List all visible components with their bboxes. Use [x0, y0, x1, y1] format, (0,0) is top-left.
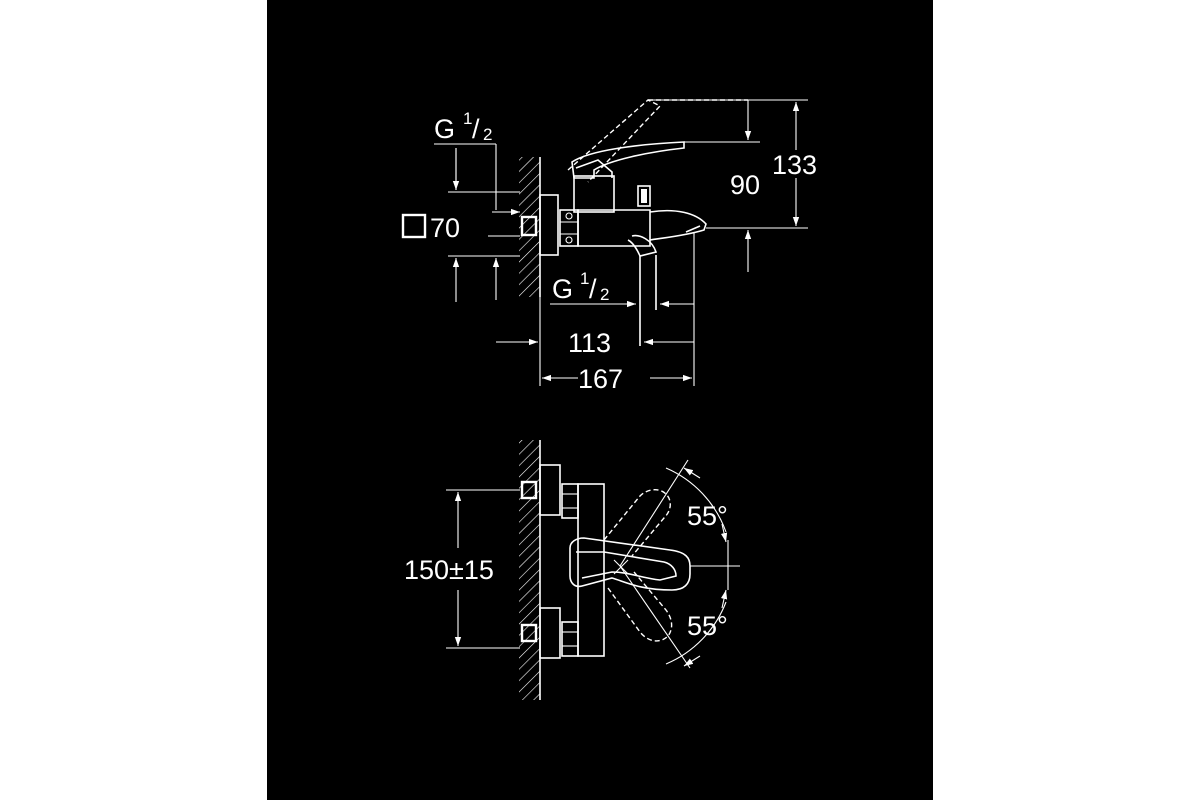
side-view: G 1 / 2 70 G 1 / 2 113 [401, 99, 817, 394]
spout [627, 209, 707, 257]
drawing-background [267, 0, 933, 800]
outlet-pipe [639, 255, 657, 346]
dim-depth-short: 113 [496, 297, 694, 386]
dim-thread-bottom: G 1 / 2 [550, 269, 694, 308]
angle-upper: 55° [665, 467, 728, 543]
flange-size-label: 70 [430, 213, 460, 243]
thread-bottom-slash: / [589, 274, 597, 304]
depth-short-label: 113 [568, 328, 611, 358]
thread-bottom-prefix: G [552, 274, 573, 304]
dim-heights: 90 133 [652, 99, 817, 272]
angle-rays [619, 459, 740, 669]
height-inner-label: 90 [730, 170, 760, 200]
thread-bottom-numerator: 1 [580, 269, 589, 288]
lever-rotated-up [603, 489, 671, 557]
thread-top-numerator: 1 [463, 109, 472, 128]
front-body [577, 483, 605, 657]
thread-top-prefix: G [434, 114, 455, 144]
dim-thread-top: G 1 / 2 [434, 109, 520, 216]
thread-top-denominator: 2 [483, 125, 492, 144]
angle-lower-label: 55° [687, 611, 728, 641]
lever-rotated-down [607, 571, 673, 642]
union-nut [559, 209, 579, 247]
lever-handle [571, 141, 685, 179]
dim-center-distance: 150±15 [404, 489, 520, 649]
wall-flange [520, 194, 559, 256]
height-outer-label: 133 [772, 150, 817, 180]
angle-lower: 55° [665, 589, 728, 667]
thread-top-slash: / [472, 114, 480, 144]
wall-hatch-front [519, 440, 541, 700]
center-distance-label: 150±15 [404, 555, 494, 585]
thread-bottom-denominator: 2 [600, 285, 609, 304]
front-lever [569, 537, 691, 591]
angle-upper-label: 55° [687, 501, 728, 531]
front-view: 55° 55° 150±15 [404, 440, 740, 700]
dim-flange-size: 70 [401, 213, 520, 302]
dim-depth-long: 167 [542, 232, 695, 394]
depth-long-label: 167 [578, 364, 623, 394]
